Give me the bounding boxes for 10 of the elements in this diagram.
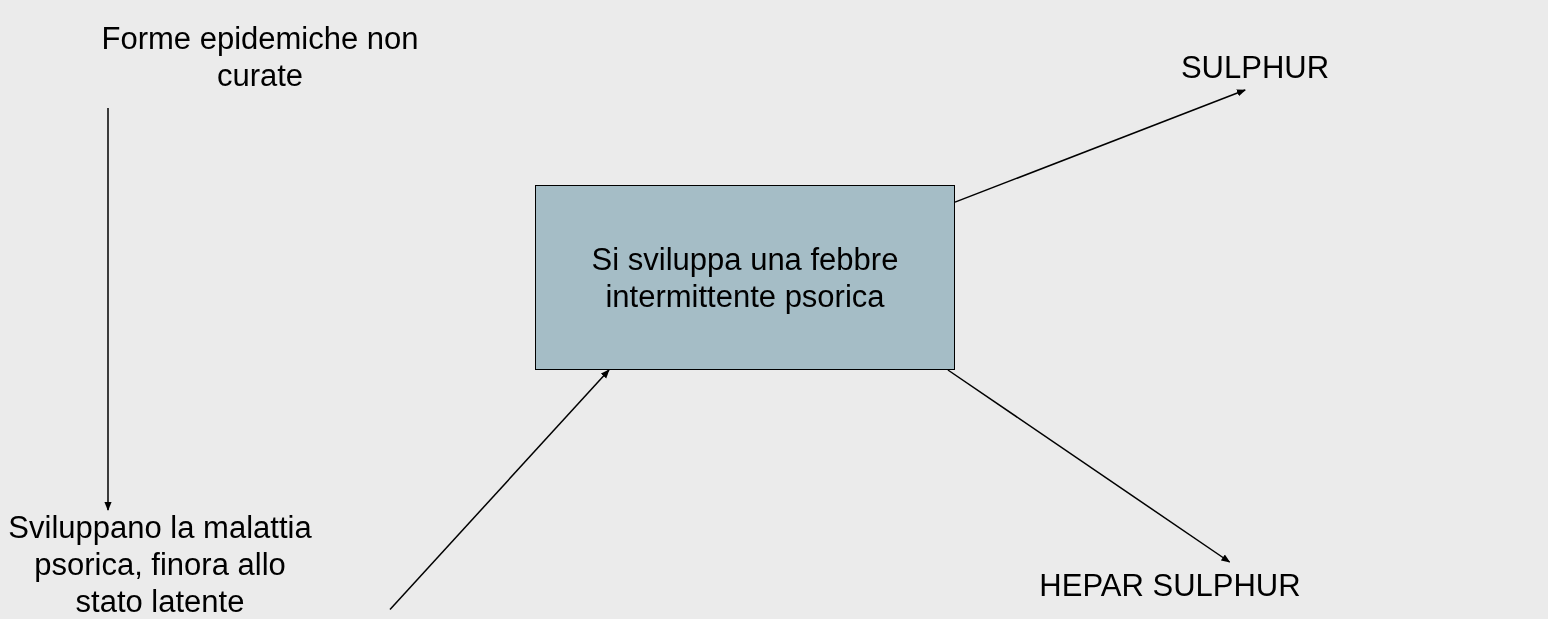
node-text: HEPAR SULPHUR [1039,566,1301,604]
box-label: Si sviluppa una febbre intermittente psorica [590,240,900,315]
arrow [954,89,1246,203]
node-text: SULPHUR [1180,48,1330,86]
arrow [389,369,610,611]
process-box [535,185,955,370]
node-text: Sviluppano la malattia psorica, finora allo stato latente [7,509,313,619]
node-text: Forme epidemiche non curate [100,20,420,94]
arrow [104,107,112,511]
arrow [947,369,1231,563]
